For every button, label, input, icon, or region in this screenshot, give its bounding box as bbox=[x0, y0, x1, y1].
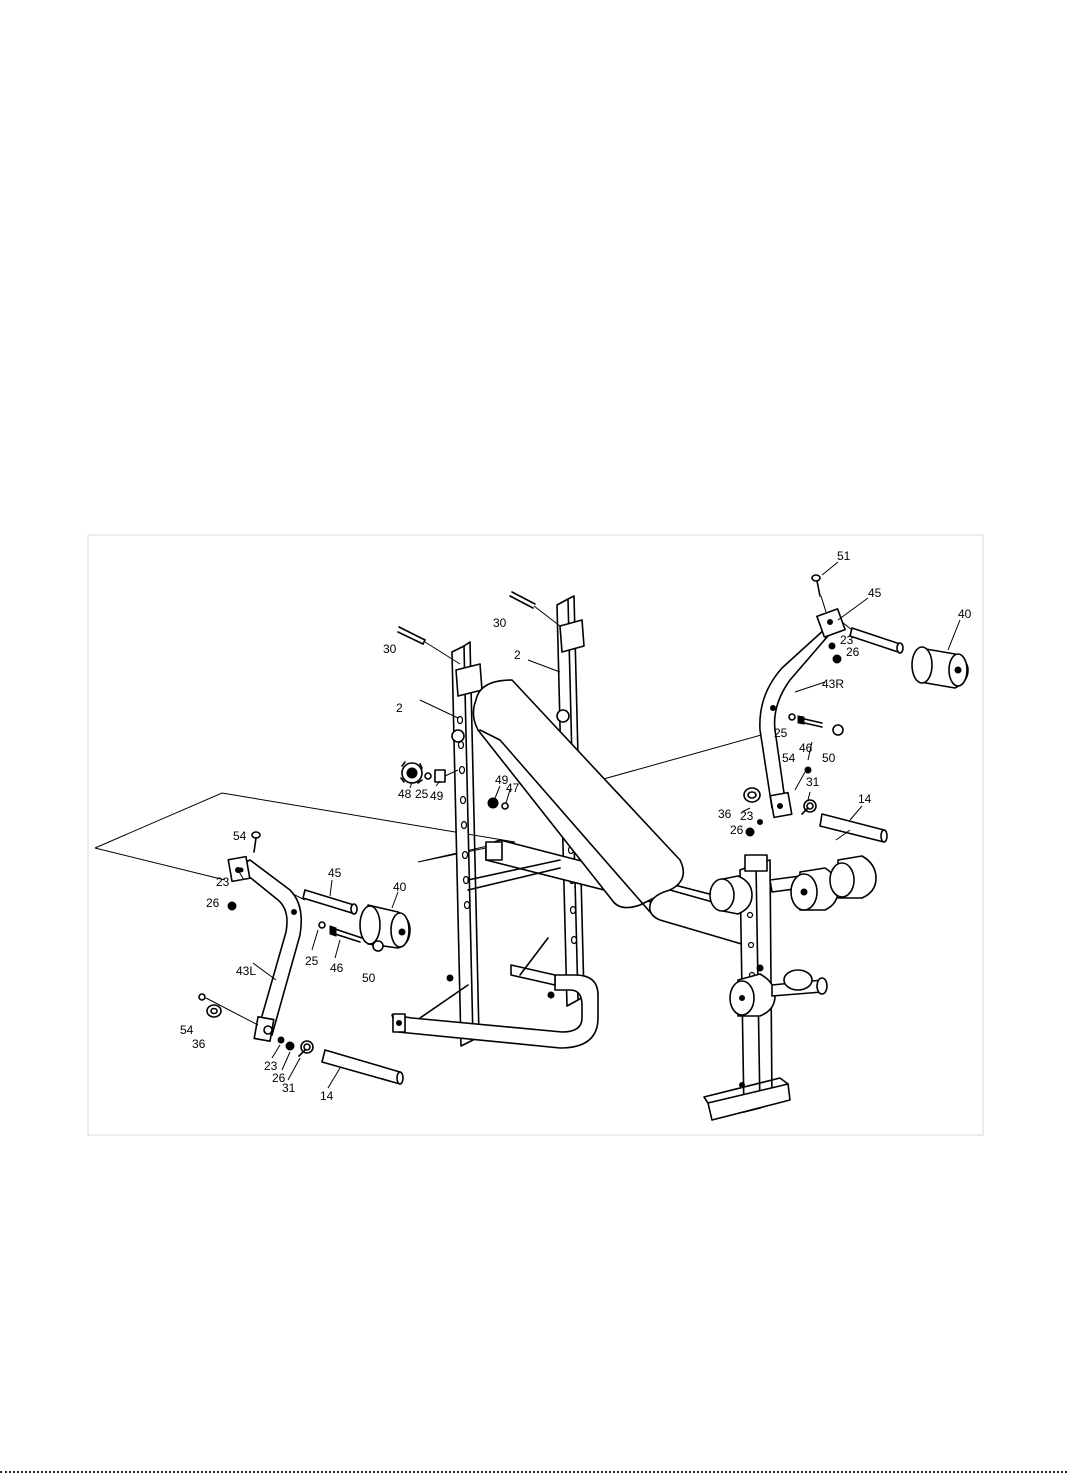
roller-40r bbox=[912, 647, 968, 688]
nut-23r bbox=[829, 643, 835, 649]
washer-25-mid bbox=[425, 773, 431, 779]
callout-45-left: 45 bbox=[328, 866, 342, 880]
bolt-46r bbox=[789, 714, 822, 727]
tube-14r bbox=[820, 814, 887, 842]
callout-36-right: 36 bbox=[718, 807, 732, 821]
nut-23r2 bbox=[758, 820, 763, 825]
leg-post-top bbox=[745, 855, 767, 871]
callout-23-left: 23 bbox=[216, 875, 230, 889]
clip-31l bbox=[299, 1041, 313, 1056]
bolt-46l bbox=[319, 922, 362, 942]
bolt-30-left bbox=[398, 627, 460, 664]
bolt-30-right bbox=[510, 592, 560, 626]
callout-2-left: 2 bbox=[396, 701, 403, 715]
callout-40-right: 40 bbox=[958, 607, 972, 621]
callout-50-right: 50 bbox=[822, 751, 836, 765]
upper-roller-right-b bbox=[830, 856, 876, 898]
seat-support-end bbox=[486, 842, 502, 860]
callout-36-left: 36 bbox=[192, 1037, 206, 1051]
callout-50-left: 50 bbox=[362, 971, 376, 985]
base-rear-crossbar bbox=[511, 965, 555, 985]
callout-2-right: 2 bbox=[514, 648, 521, 662]
bushing-36r bbox=[744, 788, 760, 802]
callout-31-right: 31 bbox=[806, 775, 820, 789]
clip-31r bbox=[802, 800, 816, 814]
knob-48 bbox=[401, 762, 422, 783]
callout-47: 47 bbox=[506, 781, 520, 795]
guide-line-right bbox=[600, 732, 772, 780]
callout-25-right: 25 bbox=[774, 726, 788, 740]
nut-26r2 bbox=[746, 828, 754, 836]
callout-40-left: 40 bbox=[393, 880, 407, 894]
base-u-frame bbox=[392, 975, 598, 1048]
bolt-51 bbox=[812, 575, 826, 612]
callout-43r: 43R bbox=[822, 677, 844, 691]
callout-54-left-lower: 54 bbox=[180, 1023, 194, 1037]
washer-49-47 bbox=[488, 798, 508, 809]
callout-26-right-lower: 26 bbox=[730, 823, 744, 837]
left-upright-bracket bbox=[456, 664, 482, 696]
callout-30-right: 30 bbox=[493, 616, 507, 630]
cap-50r bbox=[833, 725, 843, 735]
callout-54-right: 54 bbox=[782, 751, 796, 765]
callout-14-left: 14 bbox=[320, 1089, 334, 1103]
callout-25-mid: 25 bbox=[415, 787, 429, 801]
arm-43l bbox=[228, 857, 301, 1042]
nut-26l bbox=[228, 902, 236, 910]
right-upright-knob bbox=[557, 710, 569, 722]
callout-30-left: 30 bbox=[383, 642, 397, 656]
callout-14-right: 14 bbox=[858, 792, 872, 806]
tube-14l bbox=[322, 1050, 403, 1084]
arm-43r bbox=[760, 609, 845, 817]
nut-26l2 bbox=[286, 1042, 294, 1050]
callout-54-left: 54 bbox=[233, 829, 247, 843]
callout-26-right: 26 bbox=[846, 645, 860, 659]
callout-45-right: 45 bbox=[868, 586, 882, 600]
callout-46-left: 46 bbox=[330, 961, 344, 975]
callout-25-left: 25 bbox=[305, 954, 319, 968]
callout-23-right-lower: 23 bbox=[740, 809, 754, 823]
nut-23l2 bbox=[278, 1037, 284, 1043]
callout-46-right: 46 bbox=[799, 741, 813, 755]
callout-48: 48 bbox=[398, 787, 412, 801]
bench-frame bbox=[392, 596, 756, 1048]
callout-43l: 43L bbox=[236, 964, 256, 978]
upper-roller-left bbox=[710, 876, 752, 914]
page-bottom-rule bbox=[0, 1471, 1067, 1473]
left-upright bbox=[452, 646, 473, 1046]
floor-plane-outline bbox=[95, 793, 515, 880]
lower-roller-left bbox=[730, 974, 775, 1016]
callout-26-left: 26 bbox=[206, 896, 220, 910]
backrest-adjust-knob bbox=[452, 730, 464, 742]
leg-developer bbox=[704, 855, 876, 1120]
roller-40l bbox=[360, 905, 410, 948]
right-upright-bracket bbox=[560, 620, 584, 652]
nut-26r bbox=[833, 655, 841, 663]
callout-49-mid: 49 bbox=[430, 789, 444, 803]
bushing-36l bbox=[207, 1005, 221, 1017]
bolt-54l bbox=[252, 832, 260, 852]
cap-50l bbox=[373, 941, 383, 951]
nut-23l bbox=[239, 868, 243, 872]
callout-51: 51 bbox=[837, 549, 851, 563]
callout-31-left: 31 bbox=[282, 1081, 296, 1095]
